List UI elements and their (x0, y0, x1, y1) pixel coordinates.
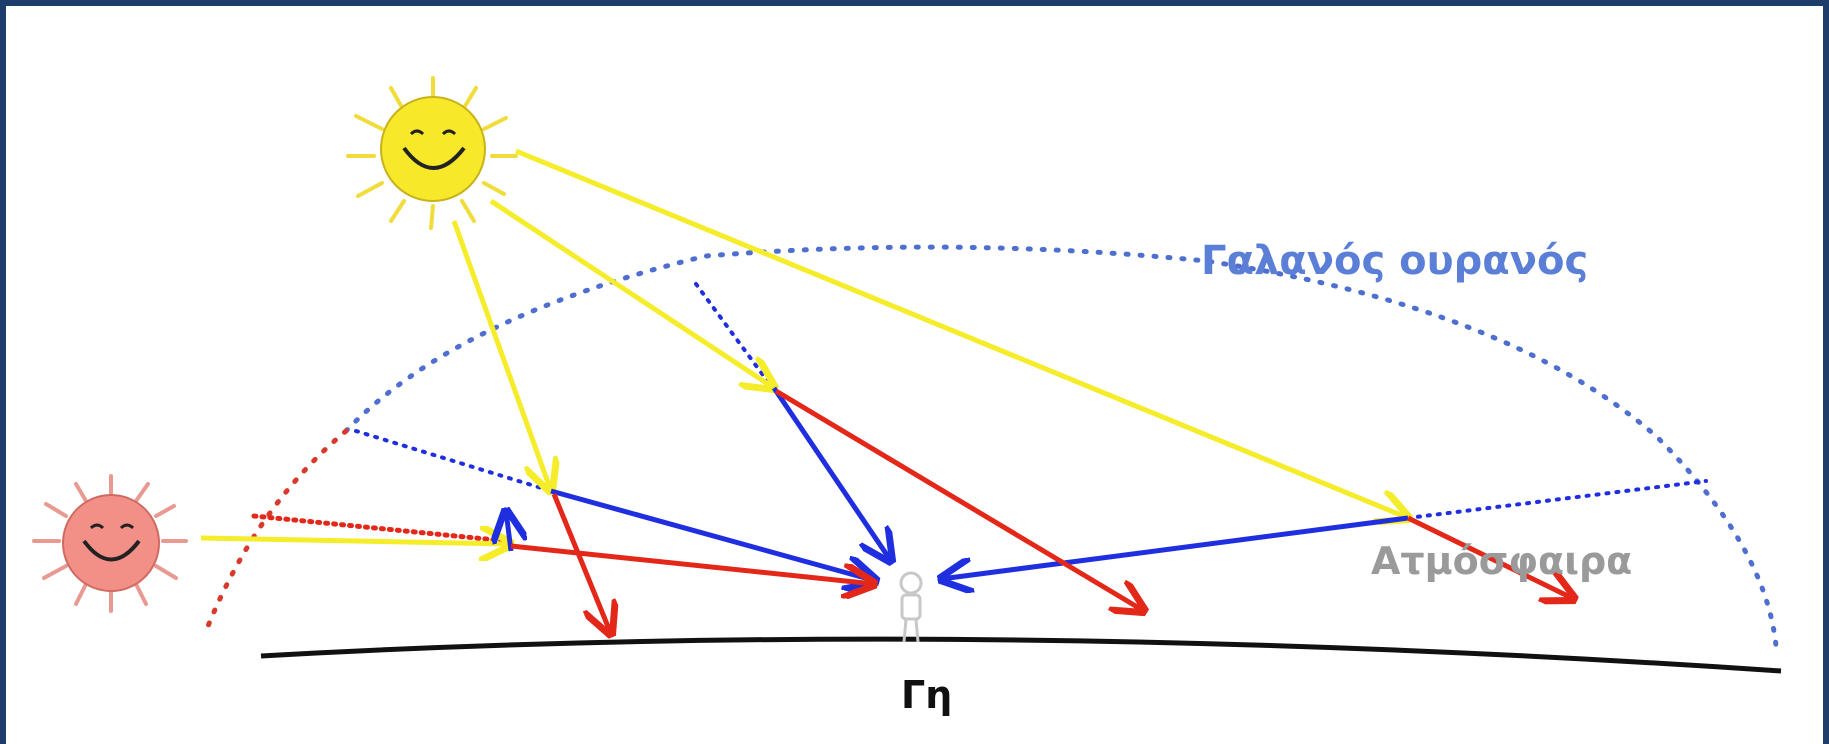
red-ray-1 (551, 493, 611, 634)
atmosphere-label: Ατμόσφαιρα (1371, 539, 1632, 583)
blue-dotted-line-left (354, 429, 553, 493)
sunlight-ray-2 (489, 198, 774, 388)
smiling-sun-icon (346, 76, 518, 230)
diagram-frame: Γαλανός ουρανός Ατμόσφαιρα Γη (6, 6, 1823, 744)
atmosphere-dome-blue (343, 244, 1779, 649)
smiling-sunset-sun-icon (32, 474, 188, 613)
earth-surface (260, 636, 1782, 674)
sunlight-ray-sunset (200, 538, 511, 544)
earth-label: Γη (901, 673, 952, 717)
sunlight-ray-1 (451, 220, 551, 491)
blue-scatter-2 (771, 386, 891, 561)
blue-dotted-line-center (694, 282, 773, 388)
blue-scatter-1 (550, 488, 876, 581)
red-ray-2 (774, 388, 1144, 611)
red-ray-3 (1406, 515, 1574, 599)
sky-label: Γαλανός ουρανός (1201, 238, 1588, 284)
person-icon (899, 571, 923, 643)
red-ray-sunset (510, 543, 874, 584)
red-dotted-line-sunset (251, 513, 509, 544)
blue-scatter-sunset (506, 511, 511, 552)
atmosphere-dome-red (203, 428, 349, 634)
sunlight-ray-3 (515, 148, 1408, 518)
blue-dotted-line-right (1406, 479, 1708, 520)
scattering-diagram: Γαλανός ουρανός Ατμόσφαιρα Γη (32, 76, 1782, 717)
blue-scatter-3 (941, 515, 1409, 579)
